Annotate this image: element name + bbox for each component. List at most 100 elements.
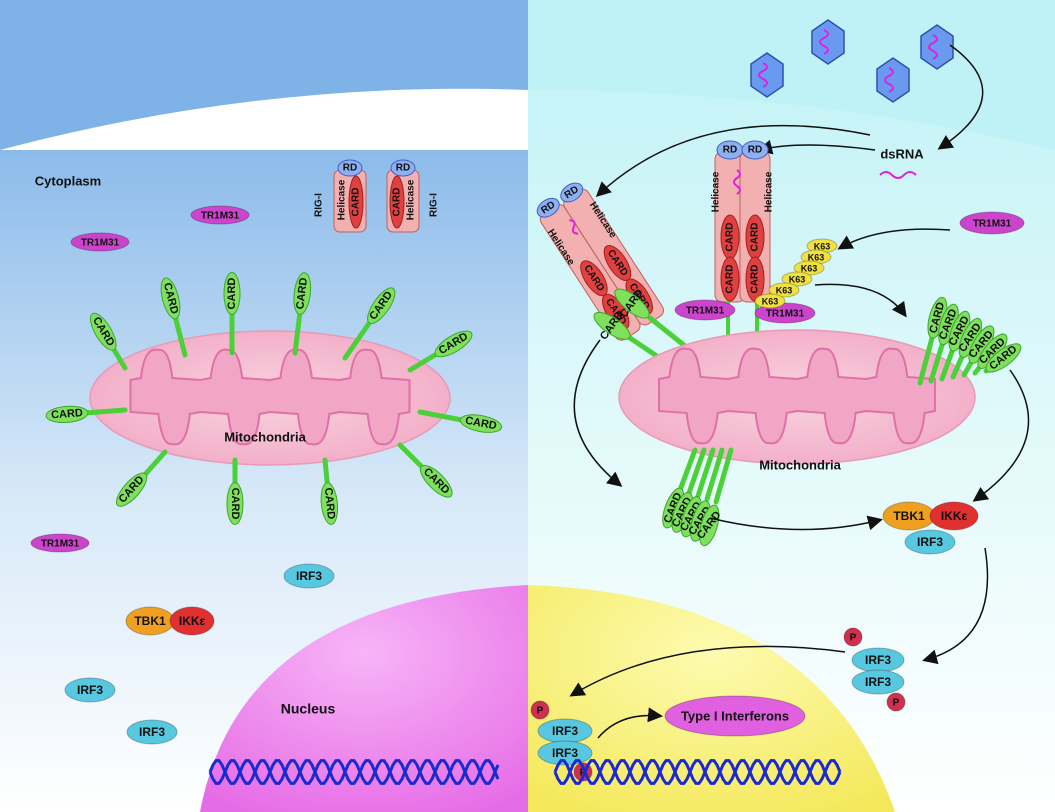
trim31-right-3-shape: [959, 211, 1025, 235]
card-right-rigi-1: CARD: [614, 287, 693, 353]
card-cluster-bottom-1-stem: [677, 447, 698, 493]
card-left-3-domain: [223, 272, 241, 316]
phospho-3: P: [530, 700, 550, 720]
trim31-left-1-label: TR1M31: [201, 211, 240, 222]
mitochondria-right-label: Mitochondria: [759, 457, 841, 472]
card-right-rigi-2-domain: [593, 311, 631, 340]
rigi-label-1: RIG-I: [314, 193, 325, 217]
irf3-right-3-shape: [851, 669, 905, 695]
rigi-left-2-rd-label: RD: [396, 163, 410, 174]
card-left-10: CARD: [226, 457, 244, 525]
irf3-left-3-shape: [126, 719, 178, 745]
trim31-right-1-label: TR1M31: [686, 306, 725, 317]
dna-left: [208, 759, 500, 785]
dsrna-label: dsRNA: [880, 146, 924, 161]
card-left-4: CARD: [292, 272, 312, 356]
trim31-left-3-label: TR1M31: [41, 539, 80, 550]
card-cluster-top-3-stem: [939, 343, 957, 382]
card-left-3-label: CARD: [226, 278, 238, 310]
arrow-trim31-to-k63: [837, 228, 951, 250]
rigi-right-a-card-2: [720, 256, 740, 302]
card-left-5: CARD: [342, 287, 396, 361]
card-cluster-top-1-stem: [917, 335, 935, 386]
card-left-3: CARD: [223, 272, 241, 356]
trim31-right-1-shape: [674, 299, 736, 321]
type-i-interferons-shape: [664, 695, 806, 737]
rigi-left-2-card: [389, 175, 405, 229]
arrow-virus-to-dsrna: [937, 44, 984, 150]
card-left-10-domain: [226, 482, 244, 525]
dsrna-squiggle: [879, 171, 917, 179]
rigi-right-b-helicase: Helicase: [764, 171, 775, 212]
type-i-interferons: Type I Interferons: [664, 695, 806, 737]
card-left-11-label: CARD: [322, 487, 337, 520]
card-left-1: CARD: [89, 312, 128, 371]
rigi-tilted-rna: [569, 219, 579, 235]
phospho-1-label: P: [850, 633, 857, 644]
card-left-2: CARD: [160, 277, 188, 358]
phospho-2-shape: [886, 692, 906, 712]
tbk1-left-label: TBK1: [134, 614, 166, 628]
nucleus-label: Nucleus: [281, 701, 336, 717]
virus-4: [920, 24, 954, 70]
trim31-left-1: TR1M31: [190, 205, 250, 225]
arrow-dsrna-to-rigi-left: [595, 124, 871, 198]
card-cluster-bottom-3-stem: [695, 447, 716, 499]
irf3-right-2: IRF3: [851, 647, 905, 673]
k63-2-label: K63: [808, 252, 825, 262]
card-cluster-bottom-4-stem: [704, 447, 725, 502]
rigi-right-b-card-1-label: CARD: [750, 223, 761, 252]
rigi-right-a-card-2-label: CARD: [725, 265, 736, 294]
card-left-4-label: CARD: [294, 277, 310, 310]
trim31-left-3-shape: [30, 533, 90, 553]
irf3-left-2: IRF3: [64, 677, 116, 703]
ikke-right-label: IKKε: [941, 509, 968, 523]
mitochondria-left: [89, 330, 451, 466]
arrow-to-phospho-irf3: [922, 547, 989, 665]
card-left-4-domain: [293, 272, 312, 315]
card-left-6-domain: [434, 330, 473, 358]
virus-3-capsid: [876, 57, 910, 103]
card-left-10-label: CARD: [229, 488, 241, 520]
card-cluster-top-2-stem: [928, 339, 946, 384]
tbk1-right-label: TBK1: [893, 509, 925, 523]
irf3-nucleus-2-label: IRF3: [552, 746, 578, 760]
dna-right-strand-1: [553, 759, 842, 785]
card-cluster-bottom-5-stem: [713, 447, 734, 505]
virus-3-rna: [884, 67, 894, 93]
nucleus-left: [200, 585, 528, 812]
trim31-right-3: TR1M31: [959, 211, 1025, 235]
irf3-left-2-shape: [64, 677, 116, 703]
irf3-nucleus-1: IRF3: [537, 718, 593, 744]
card-left-9-domain: [116, 472, 148, 507]
trim31-right-2-label: TR1M31: [766, 309, 805, 320]
rigi-left-1-rd-label: RD: [343, 163, 357, 174]
rigi-right-rna: [733, 169, 741, 195]
ikke-left-label: IKKε: [179, 614, 206, 628]
irf3-right-1-label: IRF3: [917, 535, 943, 549]
k63-5-shape: [768, 282, 800, 298]
card-cluster-bottom-5-domain: [699, 504, 720, 547]
trim31-left-1-shape: [190, 205, 250, 225]
card-cluster-top-7-domain: [985, 343, 1022, 373]
card-left-6-stem: [407, 349, 443, 373]
arrow-irf3-to-interferons: [597, 707, 663, 739]
k63-4: K63: [781, 271, 813, 287]
arrow-cluster-to-tbk1: [709, 515, 883, 531]
phospho-1-shape: [843, 627, 863, 647]
tbk1-left: TBK1: [125, 606, 175, 636]
arrow-dsrna-to-rigi-center: [757, 139, 876, 155]
rigi-right-a-rd-label: RD: [723, 145, 737, 156]
ikke-left: IKKε: [169, 606, 215, 636]
card-left-5-domain: [367, 287, 396, 325]
phospho-2: P: [886, 692, 906, 712]
card-left-7-label: CARD: [51, 407, 84, 421]
arrow-k63-to-cluster: [814, 283, 907, 318]
card-left-7-domain: [45, 405, 89, 423]
mitochondria-left-label: Mitochondria: [224, 429, 306, 444]
